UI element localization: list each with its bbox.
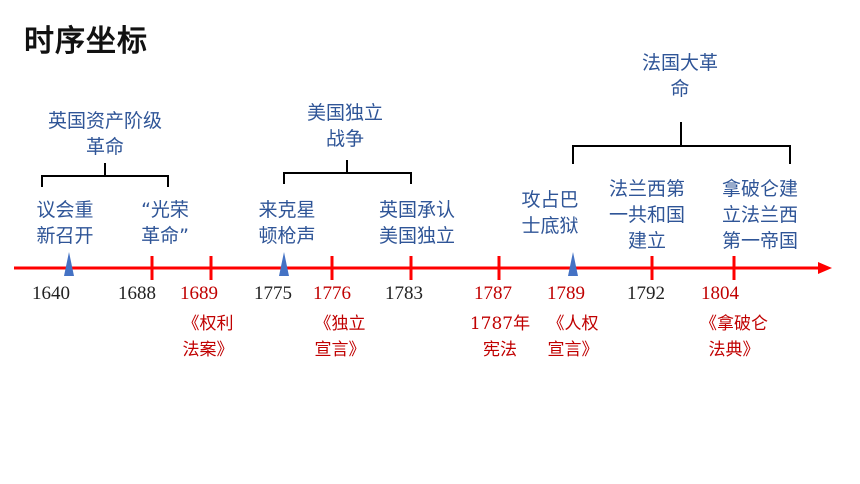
group-label-french-revolution: 法国大革 命 — [625, 50, 735, 102]
event-label-1792: 法兰西第 一共和国 建立 — [592, 176, 702, 254]
group-label-english-revolution: 英国资产阶级 革命 — [40, 108, 170, 160]
year-1792: 1792 — [627, 283, 665, 304]
event-label-1688: “光荣 革命” — [115, 197, 215, 249]
document-1776: 《独立 宣言》 — [300, 311, 380, 363]
year-1640: 1640 — [32, 283, 70, 304]
event-label-line: “光荣 — [141, 199, 189, 221]
document-label-line: 宣言》 — [547, 340, 599, 360]
group-label-line: 战争 — [325, 128, 364, 150]
marker-1775 — [279, 252, 289, 276]
year-1804: 1804 — [701, 283, 739, 304]
event-label-line: 拿破仑建 — [721, 178, 798, 200]
document-label-line: 1787年 — [469, 314, 531, 334]
group-label-line: 美国独立 — [306, 102, 383, 124]
event-label-line: 攻占巴 — [521, 189, 579, 211]
marker-1640 — [64, 252, 74, 276]
event-label-line: 议会重 — [36, 199, 94, 221]
year-1776: 1776 — [313, 283, 351, 304]
event-label-line: 士底狱 — [521, 215, 579, 237]
group-label-line: 英国资产阶级 — [47, 110, 162, 132]
document-label-line: 宣言》 — [314, 340, 366, 360]
bracket-american-war — [283, 172, 412, 184]
event-label-line: 顿枪声 — [258, 225, 316, 247]
event-label-1783: 英国承认 美国独立 — [362, 197, 472, 249]
event-label-line: 来克星 — [258, 199, 316, 221]
page-title: 时序坐标 — [24, 24, 148, 59]
document-1804: 《拿破仑 法典》 — [684, 311, 784, 363]
document-label-line: 宪法 — [483, 340, 517, 360]
year-1775: 1775 — [254, 283, 292, 304]
year-1689: 1689 — [180, 283, 218, 304]
group-label-line: 法国大革 — [641, 52, 718, 74]
marker-1789 — [568, 252, 578, 276]
event-label-line: 革命” — [141, 225, 189, 247]
event-label-line: 立法兰西 — [721, 204, 798, 226]
document-1787: 1787年 宪法 — [460, 311, 540, 363]
bracket-french-revolution — [572, 145, 791, 164]
group-label-line: 革命 — [85, 136, 124, 158]
year-1787: 1787 — [474, 283, 512, 304]
event-label-line: 建立 — [627, 230, 666, 252]
document-label-line: 法案》 — [182, 340, 234, 360]
year-1789: 1789 — [547, 283, 585, 304]
event-label-line: 美国独立 — [378, 225, 455, 247]
document-label-line: 《拿破仑 — [700, 314, 768, 334]
event-label-line: 第一帝国 — [721, 230, 798, 252]
document-label-line: 《权利 — [182, 314, 234, 334]
year-1783: 1783 — [385, 283, 423, 304]
document-label-line: 《人权 — [547, 314, 599, 334]
event-label-line: 法兰西第 — [608, 178, 685, 200]
event-label-line: 一共和国 — [608, 204, 685, 226]
event-label-line: 英国承认 — [378, 199, 455, 221]
event-label-1640: 议会重 新召开 — [20, 197, 110, 249]
document-1689: 《权利 法案》 — [168, 311, 248, 363]
bracket-english-revolution — [41, 175, 169, 187]
event-label-1789: 攻占巴 士底狱 — [505, 187, 595, 239]
timeline-arrowhead — [818, 262, 832, 274]
event-label-1804: 拿破仑建 立法兰西 第一帝国 — [705, 176, 815, 254]
year-1688: 1688 — [118, 283, 156, 304]
document-label-line: 《独立 — [314, 314, 366, 334]
group-label-line: 命 — [670, 78, 690, 100]
group-label-american-war: 美国独立 战争 — [290, 100, 400, 152]
event-label-line: 新召开 — [36, 225, 94, 247]
document-1789: 《人权 宣言》 — [533, 311, 613, 363]
document-label-line: 法典》 — [708, 340, 760, 360]
event-label-1775: 来克星 顿枪声 — [242, 197, 332, 249]
